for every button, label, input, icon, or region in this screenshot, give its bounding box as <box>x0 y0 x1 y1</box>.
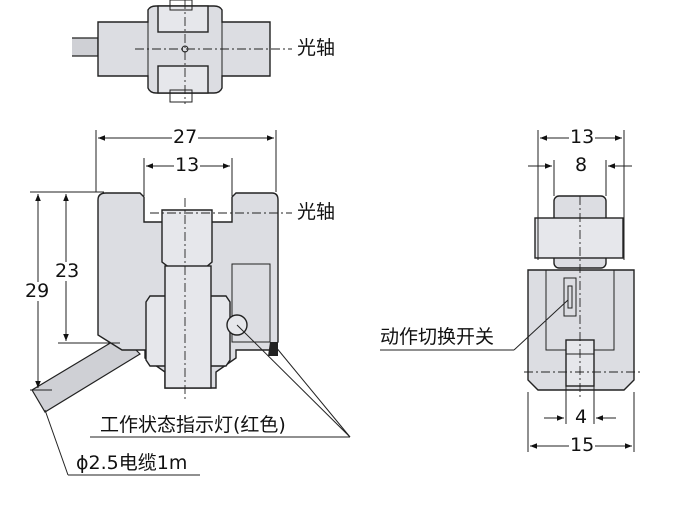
mode-switch-label: 动作切换开关 <box>380 326 495 348</box>
dim-front-gap: 13 <box>174 154 201 176</box>
cable-label: ϕ2.5电缆1m <box>76 452 188 474</box>
dim-side-bottom-small: 4 <box>574 406 589 428</box>
dim-front-width: 27 <box>172 126 199 148</box>
dim-height-outer: 29 <box>24 280 51 302</box>
indicator-label: 工作状态指示灯(红色) <box>100 414 286 436</box>
dim-height-inner: 23 <box>54 260 81 282</box>
optical-axis-label-front: 光轴 <box>297 201 336 223</box>
dim-side-width-top: 13 <box>569 126 596 148</box>
optical-axis-label-top: 光轴 <box>297 37 336 59</box>
front-view <box>30 130 351 476</box>
side-view <box>380 130 640 452</box>
dim-side-inner: 8 <box>574 154 589 176</box>
dim-side-bottom-width: 15 <box>569 434 596 456</box>
top-view <box>72 0 292 104</box>
